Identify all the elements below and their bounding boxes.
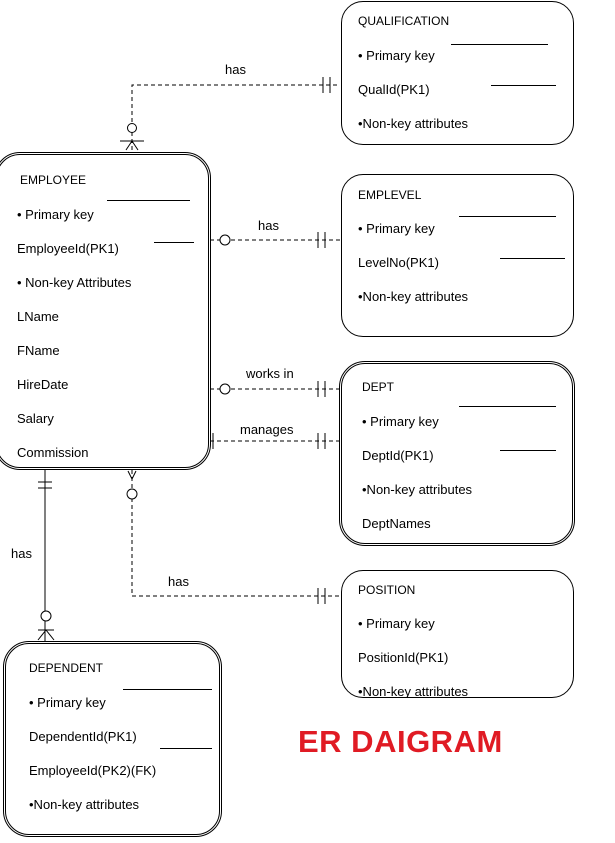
label-has-qualification: has (225, 62, 246, 77)
divider-line (459, 406, 556, 407)
primary-key-attribute: LevelNo(PK1) (358, 255, 439, 270)
entity-title: POSITION (358, 583, 416, 597)
non-key-label: •Non-key attributes (358, 116, 469, 131)
non-key-label: •Non-key attributes (362, 482, 473, 497)
entity-dependent: DEPENDENT • Primary key DependentId(PK1)… (3, 641, 222, 837)
primary-key-label: • Primary key (358, 48, 435, 63)
divider-line (500, 258, 565, 259)
entity-title: EMPLEVEL (358, 188, 422, 202)
label-works-in: works in (246, 366, 294, 381)
entity-title: DEPT (362, 380, 395, 394)
primary-key-attribute: PositionId(PK1) (358, 650, 449, 665)
non-key-label: •Non-key attributes (358, 684, 469, 698)
attribute: FName (17, 343, 60, 358)
primary-key-attribute: DependentId(PK1) (29, 729, 137, 744)
divider-line (154, 242, 194, 243)
attribute: LName (17, 309, 59, 324)
primary-key-attribute: QualId(PK1) (358, 82, 430, 97)
employee-qualification-line (131, 84, 340, 150)
entity-title: DEPENDENT (29, 661, 104, 675)
entity-position: POSITION • Primary key PositionId(PK1) •… (341, 570, 574, 698)
non-key-label: •Non-key attributes (29, 797, 140, 812)
label-manages: manages (240, 422, 294, 437)
primary-key-attribute: EmployeeId(PK1) (17, 241, 119, 256)
primary-key-label: • Primary key (358, 616, 435, 631)
entity-dept: DEPT • Primary key DeptId(PK1) •Non-key … (339, 361, 575, 546)
attribute: Salary (17, 411, 54, 426)
non-key-label: •Non-key attributes (358, 289, 469, 304)
divider-line (459, 216, 556, 217)
divider-line (491, 85, 556, 86)
attribute: DeptNames (362, 516, 431, 531)
divider-line (107, 200, 190, 201)
attribute: HireDate (17, 377, 69, 392)
label-has-position: has (168, 574, 189, 589)
label-has-emplevel: has (258, 218, 279, 233)
employee-position-line (131, 470, 340, 597)
entity-title: EMPLOYEE (20, 173, 87, 187)
entity-employee: EMPLOYEE • Primary key EmployeeId(PK1) •… (0, 152, 211, 470)
foreign-key-attribute: EmployeeId(PK2)(FK) (29, 763, 157, 778)
divider-line (451, 44, 548, 45)
primary-key-attribute: DeptId(PK1) (362, 448, 434, 463)
attribute: Commission (17, 445, 89, 460)
primary-key-label: • Primary key (362, 414, 439, 429)
primary-key-label: • Primary key (358, 221, 435, 236)
primary-key-label: • Primary key (17, 207, 94, 222)
label-has-dependent: has (11, 546, 32, 561)
divider-line (160, 748, 212, 749)
diagram-title: ER DAIGRAM (298, 724, 503, 759)
divider-line (123, 689, 212, 690)
divider-line (500, 450, 556, 451)
entity-qualification: QUALIFICATION • Primary key QualId(PK1) … (341, 1, 574, 145)
entity-emplevel: EMPLEVEL • Primary key LevelNo(PK1) •Non… (341, 174, 574, 337)
non-key-label: • Non-key Attributes (17, 275, 132, 290)
primary-key-label: • Primary key (29, 695, 106, 710)
entity-title: QUALIFICATION (358, 14, 450, 28)
